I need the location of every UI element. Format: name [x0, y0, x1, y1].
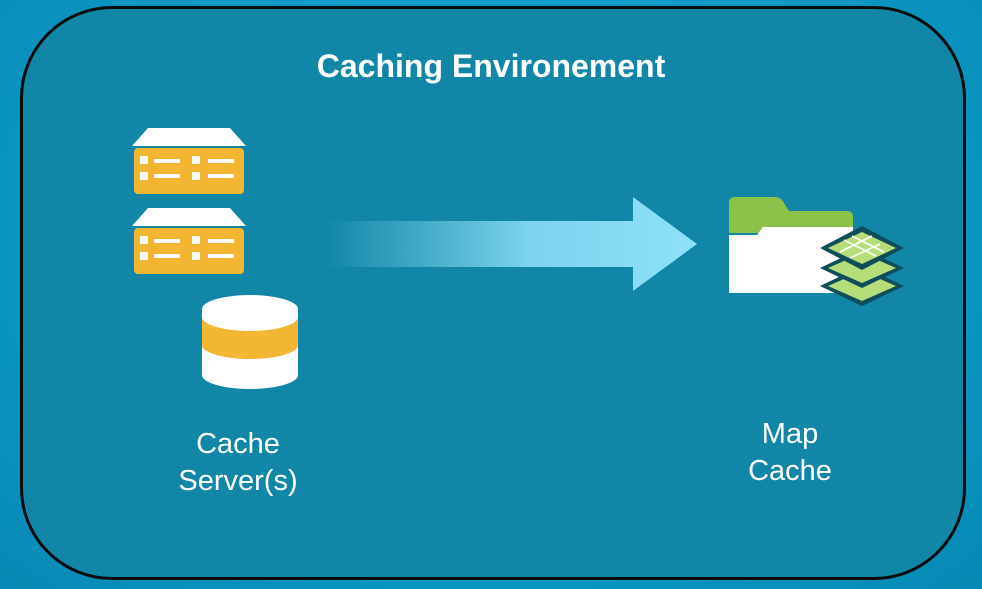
folder-icon — [729, 197, 853, 293]
cache-server-label-line: Cache — [196, 428, 280, 460]
database-icon — [202, 295, 298, 389]
map-cache-label-line: Map — [761, 418, 819, 450]
server-icon — [132, 128, 246, 194]
map-cache-label-line: Cache — [748, 455, 832, 487]
map-tiles-icon — [820, 226, 904, 306]
server-icon — [132, 208, 246, 274]
cache-server-label-line: Server(s) — [178, 465, 298, 497]
cache-server-label: Cache Server(s) — [148, 426, 328, 500]
diagram-title: Caching Environement — [316, 48, 666, 84]
arrow-icon — [325, 197, 697, 291]
map-cache-label: Map Cache — [700, 416, 880, 490]
